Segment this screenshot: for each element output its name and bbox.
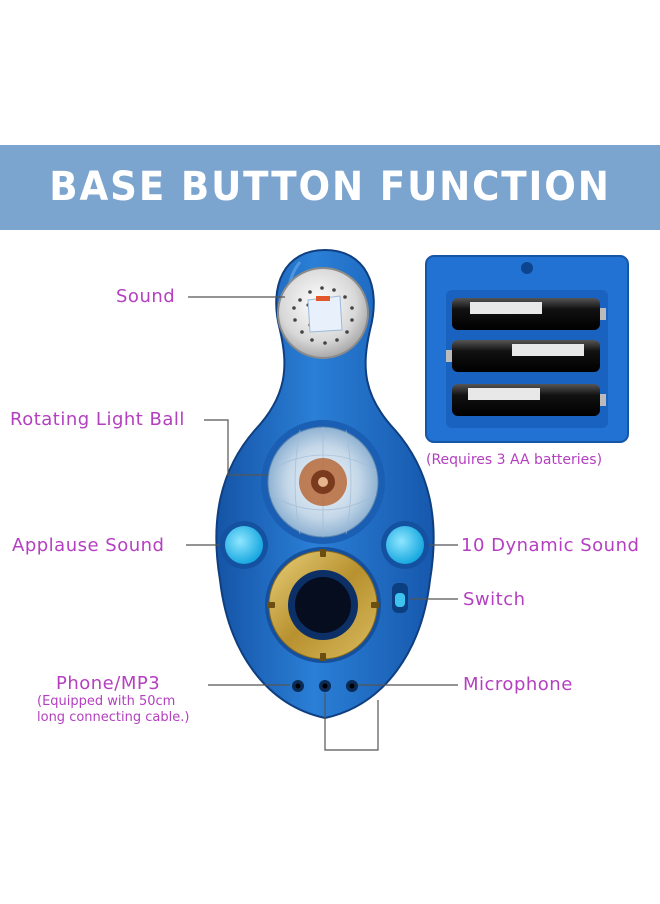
label-sound: Sound — [116, 286, 176, 307]
applause-button-art — [220, 521, 268, 569]
leader-lines — [186, 296, 458, 751]
label-switch: Switch — [463, 589, 526, 610]
label-phone-note-line1: (Equipped with 50cm — [37, 694, 176, 709]
banner-title: BASE BUTTON FUNCTION — [49, 164, 611, 210]
title-banner: BASE BUTTON FUNCTION — [0, 145, 660, 230]
label-phone-note-line2: long connecting cable.) — [37, 710, 190, 725]
label-rotating-light-ball: Rotating Light Ball — [10, 409, 185, 430]
label-phone-mp3: Phone/MP3 — [56, 673, 161, 694]
dynamic-sound-button-art — [381, 521, 429, 569]
battery-2 — [446, 340, 600, 372]
gold-ring — [265, 547, 381, 663]
label-10-dynamic-sound: 10 Dynamic Sound — [461, 535, 640, 556]
battery-3 — [452, 384, 606, 416]
battery-compartment — [425, 255, 629, 443]
audio-jacks — [292, 680, 358, 692]
battery-1 — [452, 298, 606, 330]
label-applause-sound: Applause Sound — [12, 535, 165, 556]
speaker-grille — [277, 267, 369, 359]
light-ball — [261, 420, 385, 544]
switch-art — [392, 583, 408, 613]
battery-requirement-note: (Requires 3 AA batteries) — [426, 452, 603, 468]
label-microphone: Microphone — [463, 674, 573, 695]
